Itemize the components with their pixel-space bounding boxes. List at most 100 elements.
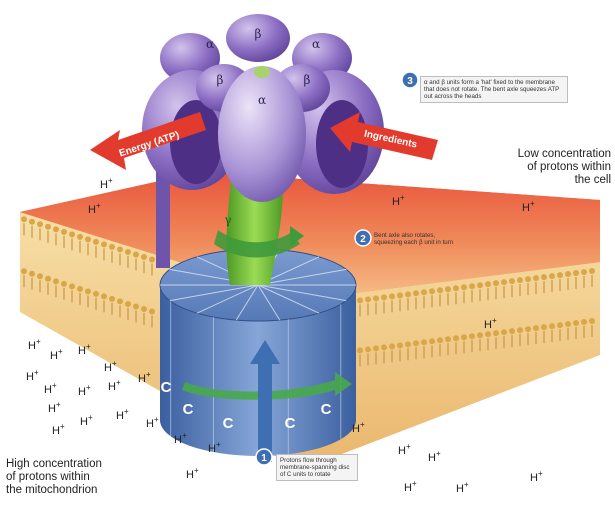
proton-label-base: H xyxy=(88,204,96,216)
proton-label-charge: + xyxy=(538,469,543,478)
proton-label-base: H xyxy=(48,403,56,415)
proton-label: H+ xyxy=(80,413,93,428)
proton-label-charge: + xyxy=(88,413,93,422)
proton-label: H+ xyxy=(100,176,113,191)
proton-label-base: H xyxy=(104,362,112,374)
proton-label-charge: + xyxy=(216,440,221,449)
beta-label-right: β xyxy=(304,73,311,87)
beta-label-left: β xyxy=(217,73,224,87)
proton-label: H+ xyxy=(404,479,417,494)
proton-label-base: H xyxy=(100,179,108,191)
proton-label-charge: + xyxy=(34,368,39,377)
proton-label-charge: + xyxy=(52,381,57,390)
proton-label: H+ xyxy=(48,400,61,415)
proton-label-base: H xyxy=(530,472,538,484)
proton-label-charge: + xyxy=(412,479,417,488)
proton-label-base: H xyxy=(392,196,400,208)
alpha-label-top-right: α xyxy=(312,37,320,51)
callout-number-2: 2 xyxy=(360,234,366,245)
proton-label-charge: + xyxy=(56,400,61,409)
proton-label-base: H xyxy=(78,345,86,357)
c-unit-label: C xyxy=(223,415,234,432)
proton-label-charge: + xyxy=(36,337,41,346)
callout-badge-1: 1 xyxy=(256,449,272,465)
proton-label: H+ xyxy=(78,342,91,357)
gamma-label: γ xyxy=(224,213,231,227)
proton-label-charge: + xyxy=(400,193,405,202)
proton-label-base: H xyxy=(78,386,86,398)
proton-label-charge: + xyxy=(86,342,91,351)
callout-text-3: α and β units form a 'hat' fixed to the … xyxy=(424,79,559,100)
proton-label-base: H xyxy=(484,319,492,331)
proton-label-base: H xyxy=(52,425,60,437)
proton-label-base: H xyxy=(26,371,34,383)
beta-label-top: β xyxy=(255,27,262,41)
proton-label: H+ xyxy=(456,480,469,495)
proton-label-charge: + xyxy=(146,370,151,379)
proton-label: H+ xyxy=(78,383,91,398)
proton-label-charge: + xyxy=(96,201,101,210)
high-concentration-label: High concentration of protons within the… xyxy=(6,458,166,497)
proton-label-charge: + xyxy=(60,422,65,431)
proton-label: H+ xyxy=(44,381,57,396)
proton-label-base: H xyxy=(50,350,58,362)
proton-label: H+ xyxy=(28,337,41,352)
proton-label-base: H xyxy=(116,410,124,422)
proton-label-base: H xyxy=(352,423,360,435)
low-concentration-line: of protons within xyxy=(455,161,611,174)
proton-label-base: H xyxy=(186,469,194,481)
proton-label: H+ xyxy=(398,442,411,457)
proton-label-charge: + xyxy=(124,407,129,416)
proton-label-charge: + xyxy=(194,466,199,475)
c-unit-label: C xyxy=(183,401,194,418)
proton-label-base: H xyxy=(174,434,182,446)
proton-label: H+ xyxy=(52,422,65,437)
proton-label-charge: + xyxy=(116,378,121,387)
callout-box-2: Bent axle also rotates, squeezing each β… xyxy=(374,232,454,246)
proton-label-base: H xyxy=(456,483,464,495)
low-concentration-line: Low concentration xyxy=(455,148,611,161)
proton-label-base: H xyxy=(208,443,216,455)
high-concentration-line: High concentration xyxy=(6,458,166,471)
proton-label-base: H xyxy=(428,452,436,464)
proton-label-charge: + xyxy=(58,347,63,356)
c-unit-label: C xyxy=(285,415,296,432)
high-concentration-line: the mitochondrion xyxy=(6,484,166,497)
high-concentration-line: of protons within xyxy=(6,471,166,484)
proton-label: H+ xyxy=(428,449,441,464)
proton-label-charge: + xyxy=(154,415,159,424)
proton-label-base: H xyxy=(398,445,406,457)
proton-label-charge: + xyxy=(108,176,113,185)
proton-label-charge: + xyxy=(492,316,497,325)
callout-text-1: Protons flow through membrane-spanning d… xyxy=(280,457,349,478)
proton-label: H+ xyxy=(108,378,121,393)
proton-label-base: H xyxy=(522,202,530,214)
proton-label: H+ xyxy=(50,347,63,362)
callout-badge-2: 2 xyxy=(355,230,371,246)
callout-badge-3: 3 xyxy=(402,72,418,88)
proton-label: H+ xyxy=(116,407,129,422)
proton-label-base: H xyxy=(138,373,146,385)
proton-label: H+ xyxy=(104,359,117,374)
alpha-label-top-left: α xyxy=(206,37,214,51)
proton-label-charge: + xyxy=(530,199,535,208)
proton-label-charge: + xyxy=(406,442,411,451)
low-concentration-label: Low concentration of protons within the … xyxy=(455,148,611,187)
proton-label-charge: + xyxy=(182,431,187,440)
callout-number-3: 3 xyxy=(407,76,413,87)
proton-label: H+ xyxy=(530,469,543,484)
proton-label: H+ xyxy=(146,415,159,430)
proton-label-base: H xyxy=(28,340,36,352)
proton-label-base: H xyxy=(44,384,52,396)
proton-label-charge: + xyxy=(112,359,117,368)
proton-label-charge: + xyxy=(360,420,365,429)
f1-headpiece xyxy=(142,14,384,202)
proton-label-base: H xyxy=(80,416,88,428)
proton-label-charge: + xyxy=(436,449,441,458)
proton-label-base: H xyxy=(108,381,116,393)
proton-label-base: H xyxy=(146,418,154,430)
c-unit-label: C xyxy=(321,401,332,418)
alpha-label-center: α xyxy=(258,93,266,107)
callout-box-3: α and β units form a 'hat' fixed to the … xyxy=(420,76,568,103)
